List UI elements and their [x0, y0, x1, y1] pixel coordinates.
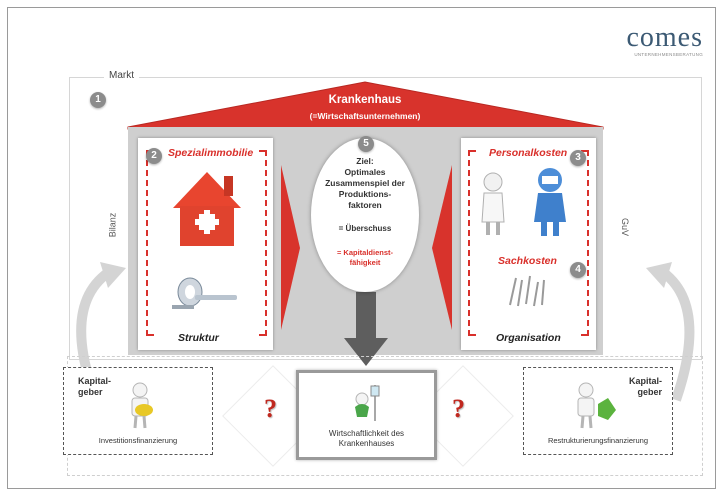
roof-triangle [128, 82, 603, 127]
left-card-footer: Investitionsfinanzierung [98, 436, 178, 445]
figure-with-coins-icon [131, 382, 153, 429]
middle-card-footer: Wirtschaftlichkeit des Krankenhauses [328, 429, 405, 448]
down-arrow-shaft [356, 292, 376, 340]
market-boundary [69, 77, 702, 360]
badge-3: 3 [570, 150, 586, 166]
logo-word: comes [626, 22, 703, 53]
right-arrow-head [646, 262, 672, 288]
right-panel-footer: Organisation [496, 332, 561, 344]
right-card-footer: Restrukturierungsfinanzierung [547, 436, 649, 445]
recycle-figure-icon [577, 382, 616, 429]
right-bracket [581, 150, 589, 336]
badge-1: 1 [90, 92, 106, 108]
roof-subtitle: (=Wirtschaftsunternehmen) [309, 111, 421, 121]
left-bracket-right [259, 150, 267, 336]
logo-tagline: UNTERNEHMENSBERATUNG [634, 52, 703, 57]
left-red-arrow [281, 165, 300, 330]
left-arrow-head [100, 262, 126, 288]
surplus-text: = Überschuss [338, 224, 392, 233]
left-panel-footer: Struktur [178, 332, 219, 344]
market-label: Markt [104, 70, 139, 81]
badge-2: 2 [146, 148, 162, 164]
right-side-label: GuV [620, 217, 631, 237]
left-card-heading: Kapital- geber [78, 376, 112, 397]
right-bracket-left [468, 150, 476, 336]
right-panel-title: Personalkosten [489, 147, 568, 159]
right-question-mark: ? [452, 394, 465, 423]
right-panel-subtitle: Sachkosten [498, 255, 557, 267]
badge-5: 5 [358, 136, 374, 152]
right-panel [461, 138, 596, 350]
restructuring-financing-card: Kapital- geber Restrukturierungsfinanzie… [523, 367, 673, 455]
roof-title: Krankenhaus [328, 94, 402, 106]
badge-4: 4 [570, 262, 586, 278]
iv-drip-figure-icon [355, 385, 380, 421]
goal-circle: Ziel: Optimales Zusammenspiel der Produk… [311, 138, 419, 292]
right-card-heading: Kapital- geber [628, 376, 662, 397]
profitability-card: Wirtschaftlichkeit des Krankenhauses [296, 370, 437, 460]
right-curved-arrow [657, 265, 695, 402]
company-logo: comes UNTERNEHMENSBERATUNG [626, 22, 703, 58]
down-arrow-head [344, 338, 388, 366]
goal-text: Ziel: Optimales Zusammenspiel der Produk… [325, 156, 405, 210]
right-red-arrow [432, 165, 452, 330]
left-question-mark: ? [264, 394, 277, 423]
debt-service-text: = Kapitaldienst- fähigkeit [336, 248, 394, 267]
investment-financing-card: Kapital- geber Investitionsfinanzierung [63, 367, 213, 455]
left-panel-title: Spezialimmobilie [168, 147, 254, 159]
